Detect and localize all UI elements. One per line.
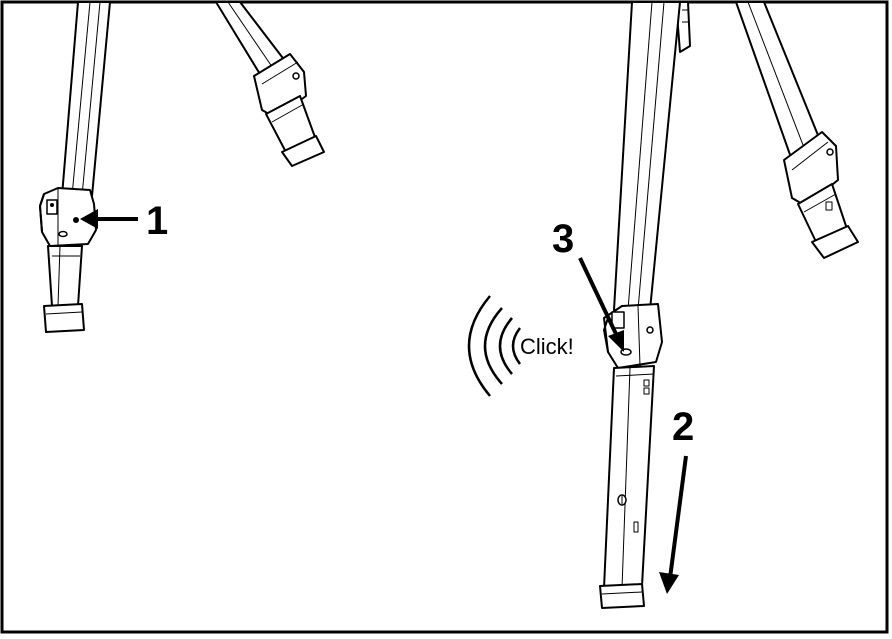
- step-3-label: 3: [552, 217, 574, 261]
- right-tripod-leg-front: [599, 1, 681, 609]
- click-sound-waves-icon: [467, 295, 522, 397]
- right-tripod-leg-back: [735, 1, 859, 259]
- arrow-step-2: [659, 455, 688, 594]
- step-2-label: 2: [672, 405, 694, 449]
- arrow-step-3: [578, 257, 624, 352]
- left-tripod-leg-back: [215, 1, 325, 167]
- arrow-step-1: [80, 209, 138, 229]
- step-1-label: 1: [146, 199, 168, 243]
- click-sound-label: Click!: [520, 334, 574, 359]
- left-tripod-leg-front: [39, 1, 111, 333]
